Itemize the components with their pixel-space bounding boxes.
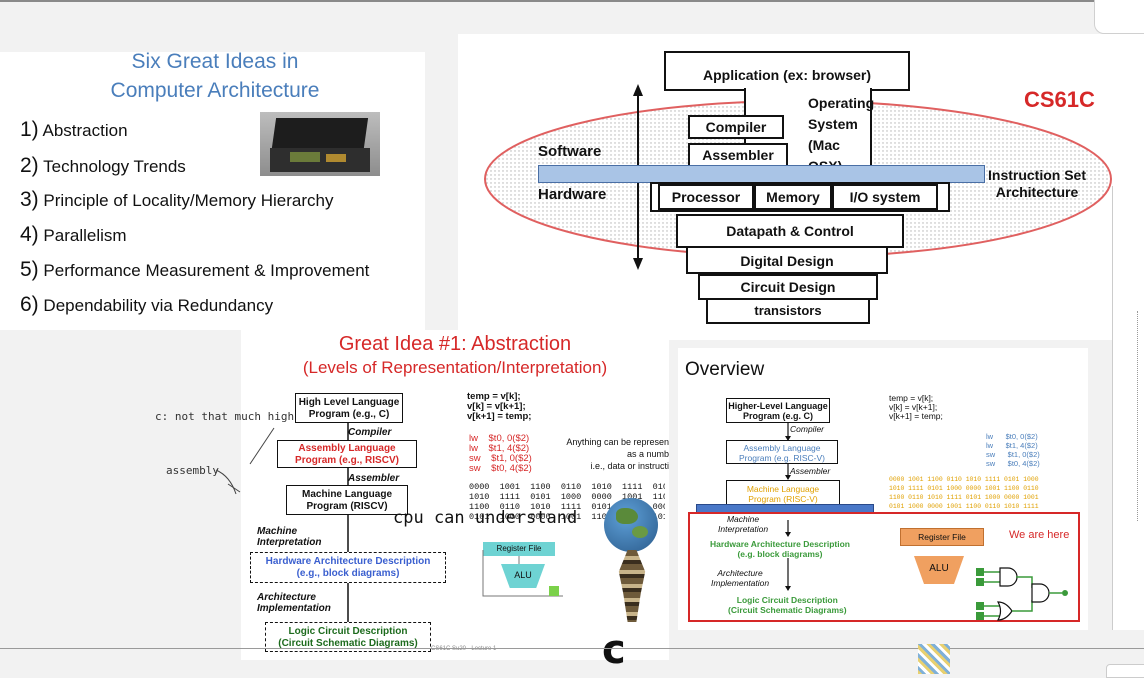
toolbar-button-top[interactable] xyxy=(1094,0,1144,34)
bottom-divider xyxy=(0,648,1144,649)
six-ideas-title-1: Six Great Ideas in xyxy=(131,50,299,73)
we-are-here-label: We are here xyxy=(1009,529,1070,541)
ov-assembler-step: Assembler xyxy=(790,466,831,476)
idea-item: 6) Dependability via Redundancy xyxy=(20,293,274,316)
annotation-cpu: cpu can understand xyxy=(393,508,578,528)
abstraction-connectors xyxy=(347,422,349,622)
io-block: I/O system xyxy=(832,184,938,210)
isa-bar xyxy=(538,165,985,183)
sticker-thumbnail xyxy=(918,644,950,674)
logic-box: Logic Circuit Description(Circuit Schema… xyxy=(265,622,431,652)
ov-register-file: Register File xyxy=(900,528,984,546)
annotation-not-high: c: not that much high xyxy=(155,410,295,423)
annotation-c: c xyxy=(602,627,626,673)
slide-footer: CS61C Su20 - Lecture 1 xyxy=(431,646,497,652)
globe-icon xyxy=(604,498,658,552)
top-border xyxy=(0,0,1144,2)
logic-gates xyxy=(976,567,1068,621)
annotation-arrows xyxy=(215,427,275,495)
we-are-here-frame xyxy=(688,512,1080,622)
turtles-globe-image xyxy=(600,498,662,622)
idea-item: 2) Technology Trends xyxy=(20,154,186,177)
assembler-step: Assembler xyxy=(348,473,400,484)
idea-item: 5) Performance Measurement & Improvement xyxy=(20,258,370,281)
hw-desc-box: Hardware Architecture Description(e.g., … xyxy=(250,552,446,583)
idea-item: 1) Abstraction xyxy=(20,118,128,141)
six-ideas-slide: Six Great Ideas in Computer Architecture… xyxy=(0,50,425,330)
register-file: Register File xyxy=(483,542,555,556)
green-marker xyxy=(549,586,559,596)
annotation-assembly: assembly xyxy=(166,464,219,477)
abstraction-slide: Great Idea #1: Abstraction (Levels of Re… xyxy=(241,330,669,660)
memory-block: Memory xyxy=(754,184,832,210)
cs61c-label: CS61C xyxy=(1024,87,1095,112)
six-ideas-title-2: Computer Architecture xyxy=(110,79,320,102)
cs61c-stack-slide: Application (ex: browser) Operating Syst… xyxy=(458,34,1144,340)
overview-connectors xyxy=(785,423,791,591)
ov-asm-code: lw $t0, 0($2) lw $t1, 4($2) sw $t1, 0($2… xyxy=(986,432,1040,468)
asm-code: lw $t0, 0($2) lw $t1, 4($2) sw $t1, 0($2… xyxy=(469,433,532,474)
ov-logic-desc: Logic Circuit Description(Circuit Schema… xyxy=(728,595,847,615)
assembler-layer: Assembler xyxy=(688,143,788,167)
ov-hw-desc: Hardware Architecture Description(e.g. b… xyxy=(710,539,850,559)
register-wires xyxy=(482,550,563,597)
idea-item: 3) Principle of Locality/Memory Hierarch… xyxy=(20,188,334,211)
c-code: temp = v[k]; v[k] = v[k+1]; v[k+1] = tem… xyxy=(467,391,532,422)
idea-item: 4) Parallelism xyxy=(20,223,127,246)
circuit-design-layer: Circuit Design xyxy=(698,274,878,300)
laptop-photo xyxy=(260,112,380,176)
compiler-layer: Compiler xyxy=(688,115,784,139)
turtle-stack xyxy=(618,550,646,622)
offscreen-slide xyxy=(1112,186,1144,630)
ov-c-code: temp = v[k]; v[k] = v[k+1]; v[k+1] = tem… xyxy=(889,393,943,421)
software-label: Software xyxy=(538,143,602,160)
application-layer: Application (ex: browser) xyxy=(664,51,910,91)
ov-binary: 0000 1001 1100 0110 1010 1111 0101 1000 … xyxy=(889,476,1039,510)
transistors-layer: transistors xyxy=(706,298,870,324)
compiler-step: Compiler xyxy=(348,427,392,438)
processor-block: Processor xyxy=(658,184,754,210)
digital-design-layer: Digital Design xyxy=(686,246,888,274)
datapath-layer: Datapath & Control xyxy=(676,214,904,248)
ov-compiler-step: Compiler xyxy=(790,424,825,434)
abstraction-title: Great Idea #1: Abstraction xyxy=(338,333,572,355)
overview-title: Overview xyxy=(685,359,765,380)
abstraction-subtitle: (Levels of Representation/Interpretation… xyxy=(302,358,608,377)
hardware-label: Hardware xyxy=(538,186,607,203)
